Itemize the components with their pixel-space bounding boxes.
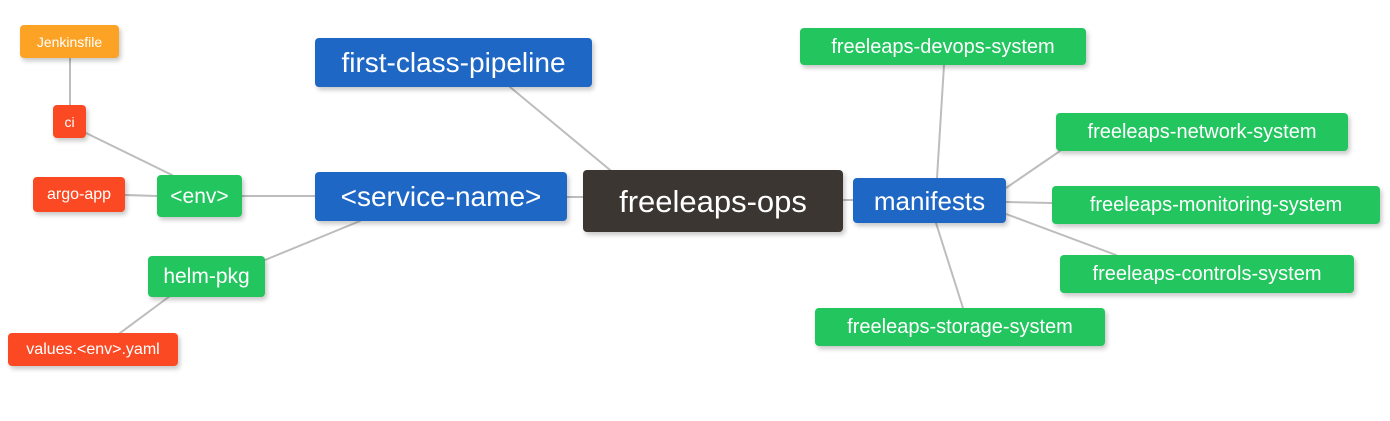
mindmap-node-freeleaps-controls-system[interactable]: freeleaps-controls-system [1060, 255, 1354, 293]
mindmap-node-freeleaps-network-system[interactable]: freeleaps-network-system [1056, 113, 1348, 151]
mindmap-node-manifests[interactable]: manifests [853, 178, 1006, 223]
mindmap-node-label: <env> [170, 184, 229, 208]
mindmap-node-label: argo-app [46, 185, 112, 203]
mindmap-node-first-class-pipeline[interactable]: first-class-pipeline [315, 38, 592, 87]
mindmap-node-label: freeleaps-devops-system [831, 35, 1055, 58]
edge-service-name-helm-pkg [264, 220, 361, 261]
mindmap-node-jenkinsfile[interactable]: Jenkinsfile [20, 25, 119, 58]
mindmap-node-env[interactable]: <env> [157, 175, 242, 217]
mindmap-node-label: freeleaps-controls-system [1092, 263, 1322, 285]
mindmap-node-label: freeleaps-storage-system [847, 316, 1073, 338]
edge-helm-pkg-values-yaml [119, 295, 171, 334]
edge-manifests-network [1005, 150, 1061, 189]
mindmap-node-freeleaps-monitoring-system[interactable]: freeleaps-monitoring-system [1052, 186, 1380, 224]
edge-manifests-devops [936, 64, 945, 179]
mindmap-node-argo-app[interactable]: argo-app [33, 177, 125, 212]
edge-first-class-pipeline-root [509, 86, 611, 171]
mindmap-node-values-yaml[interactable]: values.<env>.yaml [8, 333, 178, 366]
mindmap-node-label: freeleaps-ops [619, 183, 807, 219]
mindmap-node-freeleaps-storage-system[interactable]: freeleaps-storage-system [815, 308, 1105, 346]
mindmap-node-freeleaps-ops[interactable]: freeleaps-ops [583, 170, 843, 232]
mindmap-node-label: helm-pkg [163, 265, 250, 288]
mindmap-node-helm-pkg[interactable]: helm-pkg [148, 256, 265, 297]
mindmap-node-label: freeleaps-monitoring-system [1089, 194, 1343, 216]
mindmap-node-label: first-class-pipeline [341, 46, 566, 78]
mindmap-node-label: <service-name> [340, 180, 542, 212]
mindmap-node-label: manifests [873, 185, 986, 216]
mindmap-node-label: values.<env>.yaml [26, 340, 160, 358]
edge-ci-env [85, 132, 173, 176]
mindmap-node-freeleaps-devops-system[interactable]: freeleaps-devops-system [800, 28, 1086, 65]
edge-manifests-monitoring [1005, 201, 1053, 204]
edge-argo-app-env [124, 194, 158, 197]
mindmap-node-service-name[interactable]: <service-name> [315, 172, 567, 221]
mindmap-node-label: freeleaps-network-system [1087, 121, 1317, 143]
mindmap-node-label: Jenkinsfile [36, 33, 103, 50]
mindmap-node-ci[interactable]: ci [53, 105, 86, 138]
mindmap-node-label: ci [64, 113, 75, 130]
edge-manifests-storage [935, 222, 964, 309]
